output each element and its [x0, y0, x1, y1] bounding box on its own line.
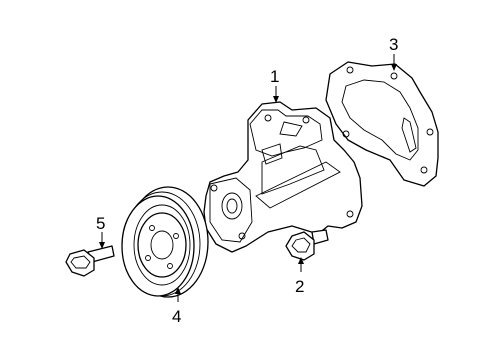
pulley-bolt-part — [65, 245, 115, 277]
callout-2: 2 — [295, 257, 304, 296]
pulley-part — [121, 186, 209, 298]
callout-4-label: 4 — [172, 307, 181, 326]
callout-1-label: 1 — [270, 67, 279, 86]
callout-3: 3 — [389, 35, 398, 71]
callout-2-label: 2 — [295, 277, 304, 296]
callout-3-label: 3 — [389, 35, 398, 54]
callout-5: 5 — [96, 214, 105, 249]
pump-bolt-part — [285, 229, 329, 261]
callout-1: 1 — [270, 67, 279, 103]
gasket-part — [325, 61, 439, 187]
callout-4: 4 — [172, 287, 181, 326]
callout-5-label: 5 — [96, 214, 105, 233]
